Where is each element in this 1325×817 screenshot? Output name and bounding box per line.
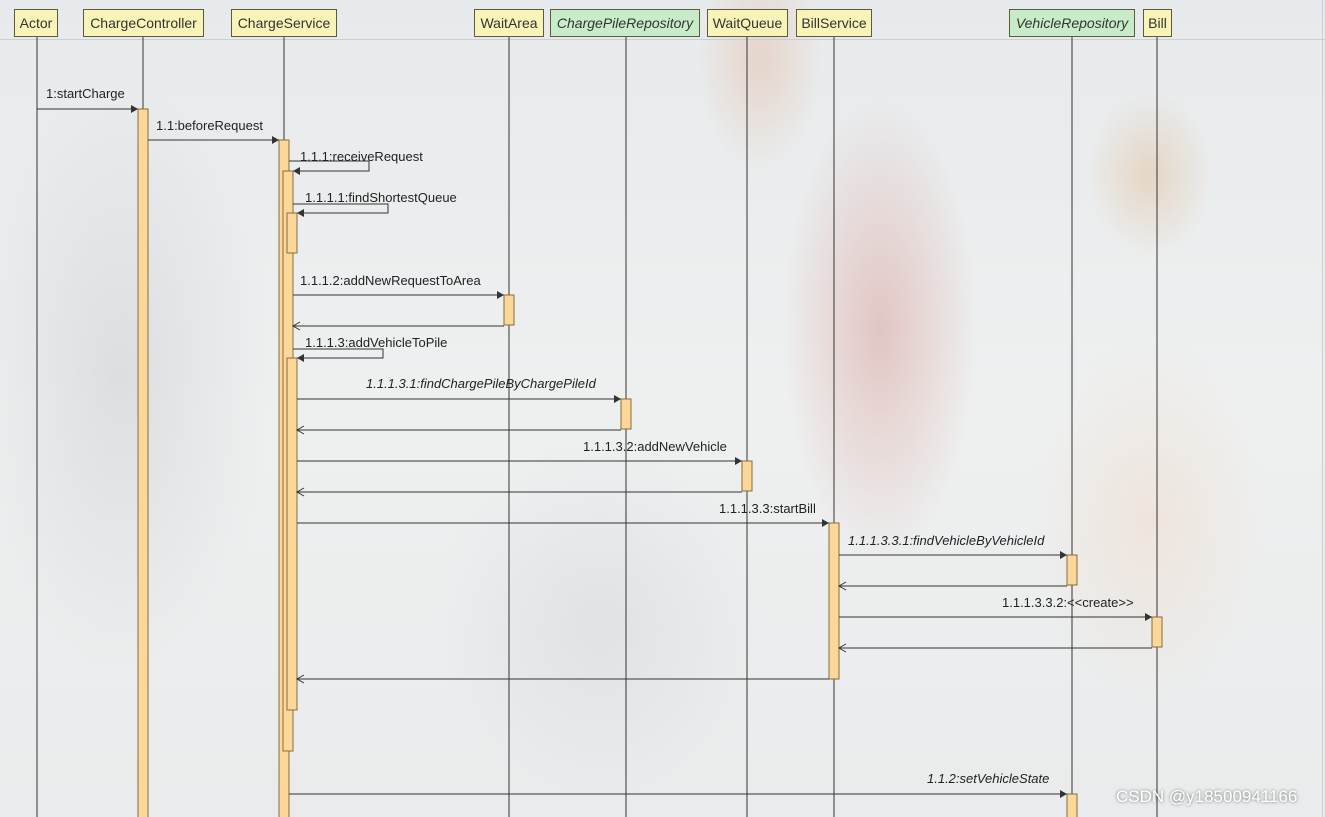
message-1-label: 1:startCharge (46, 86, 125, 101)
participant-bill[interactable]: Bill (1143, 9, 1172, 37)
participant-chargeservice[interactable]: ChargeService (231, 9, 337, 37)
arrowhead (272, 136, 279, 144)
arrowhead (497, 291, 504, 299)
arrowhead (614, 395, 621, 403)
activation-box (286, 357, 298, 711)
message-2-label: 1.1:beforeRequest (156, 118, 263, 133)
participant-waitarea[interactable]: WaitArea (474, 9, 544, 37)
arrowhead (295, 674, 305, 684)
message-10-label: 1.1.1.3.2:addNewVehicle (583, 439, 727, 454)
activation-box (620, 398, 632, 430)
message-3-self-loop (289, 160, 370, 172)
participant-chargepilerepository[interactable]: ChargePileRepository (550, 9, 700, 37)
activation-box (286, 212, 298, 254)
activation-box (1066, 793, 1078, 817)
activation-box (741, 460, 753, 492)
participant-billservice[interactable]: BillService (796, 9, 872, 37)
message-3-label: 1.1.1:receiveRequest (300, 149, 423, 164)
arrowhead (1060, 790, 1067, 798)
message-12-label: 1.1.1.3.3:startBill (719, 501, 816, 516)
message-4-label: 1.1.1.1:findShortestQueue (305, 190, 457, 205)
header-divider (0, 39, 1325, 40)
message-7-self-loop (293, 348, 384, 359)
arrowhead (822, 519, 829, 527)
activation-box (828, 522, 840, 680)
arrowhead (297, 354, 304, 362)
activation-box (1151, 616, 1163, 648)
arrowhead (837, 581, 847, 591)
activation-box (137, 108, 149, 817)
message-13-label: 1.1.1.3.3.1:findVehicleByVehicleId (848, 533, 1045, 548)
message-15-label: 1.1.1.3.3.2:<<create>> (1002, 595, 1134, 610)
activation-box (1066, 554, 1078, 586)
message-8-label: 1.1.1.3.1:findChargePileByChargePileId (366, 376, 597, 391)
arrowhead (293, 167, 300, 175)
arrowhead (295, 425, 305, 435)
message-5-label: 1.1.1.2:addNewRequestToArea (300, 273, 481, 288)
arrowhead (1145, 613, 1152, 621)
participant-vehiclerepository[interactable]: VehicleRepository (1009, 9, 1135, 37)
arrowhead (291, 321, 301, 331)
watermark: CSDN @y18500941166 (1116, 787, 1298, 806)
right-border (1322, 0, 1323, 817)
message-18-label: 1.1.2:setVehicleState (927, 771, 1049, 786)
message-4-self-loop (293, 203, 389, 214)
arrowhead (131, 105, 138, 113)
participant-waitqueue[interactable]: WaitQueue (707, 9, 788, 37)
arrowhead (297, 209, 304, 217)
participant-actor[interactable]: Actor (14, 9, 58, 37)
message-7-label: 1.1.1.3:addVehicleToPile (305, 335, 447, 350)
arrowhead (735, 457, 742, 465)
activation-box (503, 294, 515, 326)
arrowhead (837, 643, 847, 653)
participant-chargecontroller[interactable]: ChargeController (83, 9, 204, 37)
arrowhead (1060, 551, 1067, 559)
arrowhead (295, 487, 305, 497)
